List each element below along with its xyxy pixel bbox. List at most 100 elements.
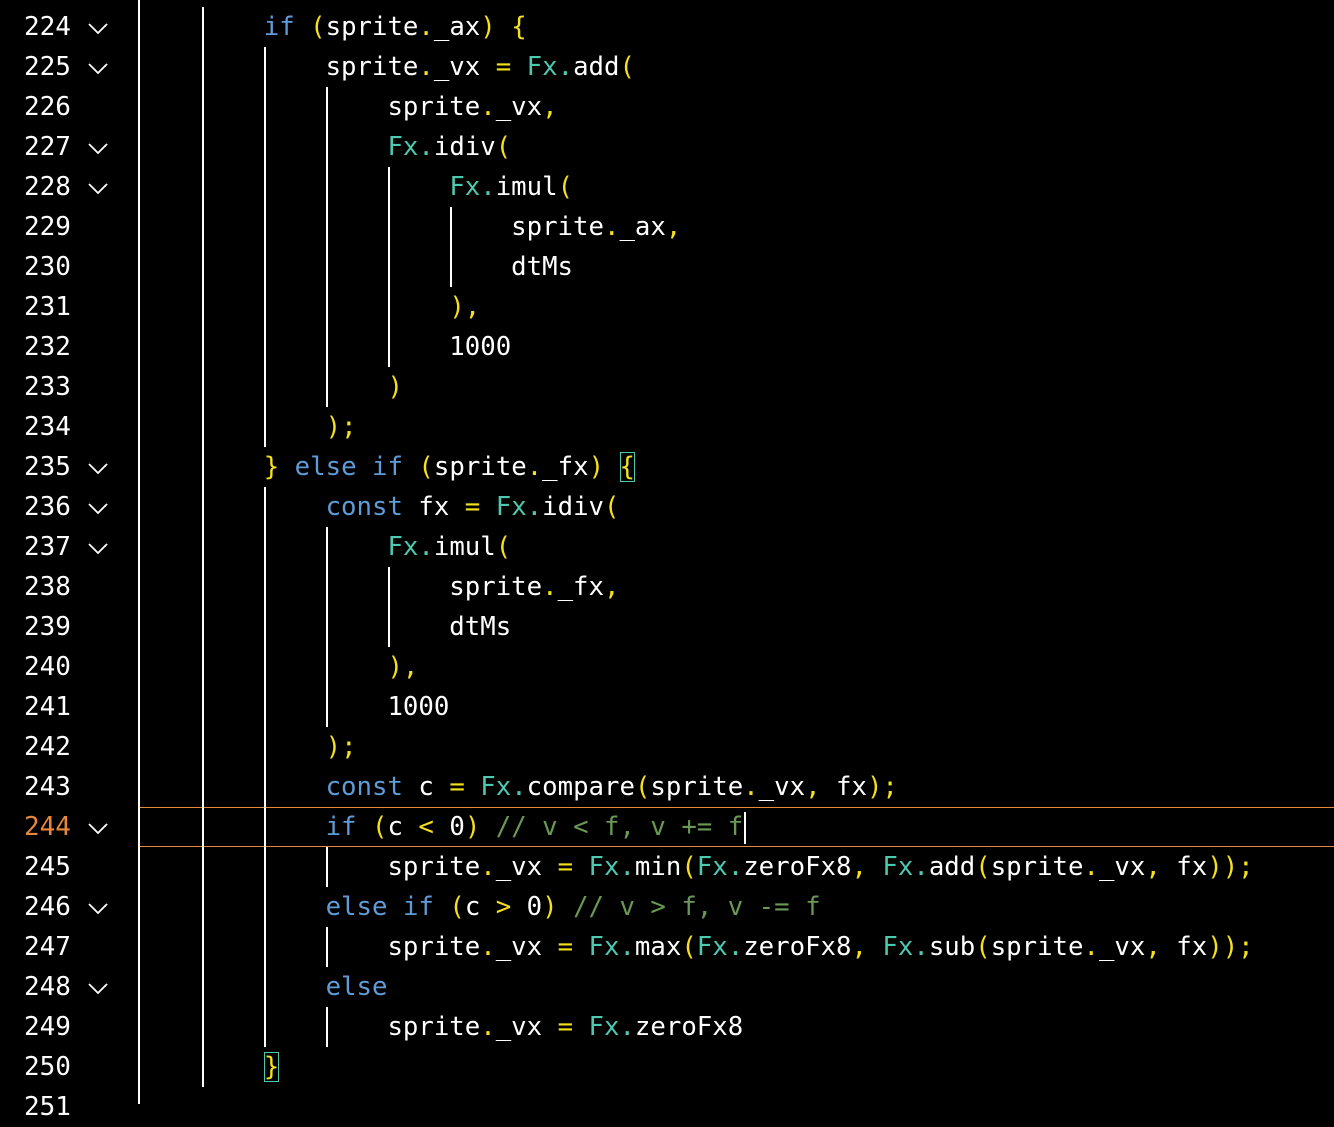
indent-guide <box>202 47 204 87</box>
indent-guide <box>326 247 328 287</box>
code-text[interactable]: sprite._vx, <box>140 92 558 122</box>
code-text[interactable]: else <box>325 972 388 1002</box>
line-number: 227 <box>24 132 71 162</box>
indent-guide <box>326 287 328 327</box>
code-line[interactable]: 232 1000 <box>0 327 1334 367</box>
code-text[interactable]: Fx.idiv( <box>387 132 512 162</box>
chevron-down-icon[interactable] <box>88 140 108 155</box>
code-text[interactable]: 1000 <box>140 332 512 362</box>
indent-guide <box>264 567 266 607</box>
chevron-down-icon[interactable] <box>88 820 108 835</box>
indent-guide <box>202 567 204 607</box>
chevron-down-icon[interactable] <box>88 500 108 515</box>
code-line[interactable]: 231 ), <box>0 287 1334 327</box>
code-line[interactable]: 250 } <box>0 1047 1334 1087</box>
code-text[interactable]: sprite._ax, <box>140 212 682 242</box>
code-text[interactable]: 1000 <box>140 692 450 722</box>
line-number: 237 <box>24 532 71 562</box>
indent-guide <box>202 1007 204 1047</box>
line-number: 250 <box>24 1052 71 1082</box>
code-text[interactable]: ); <box>325 732 357 762</box>
code-line[interactable]: 237 Fx.imul( <box>0 527 1334 567</box>
code-line[interactable]: 236 const fx = Fx.idiv( <box>0 487 1334 527</box>
chevron-down-icon[interactable] <box>88 460 108 475</box>
indent-guide <box>264 407 266 447</box>
chevron-down-icon[interactable] <box>88 980 108 995</box>
indent-guide <box>202 367 204 407</box>
code-line[interactable]: 229 sprite._ax, <box>0 207 1334 247</box>
code-line[interactable]: 243 const c = Fx.compare(sprite._vx, fx)… <box>0 767 1334 807</box>
code-text[interactable]: if (c < 0) // v < f, v += f <box>140 807 747 847</box>
code-line[interactable]: 228 Fx.imul( <box>0 167 1334 207</box>
code-text[interactable]: const fx = Fx.idiv( <box>325 492 620 522</box>
code-text[interactable]: ), <box>387 652 419 682</box>
code-line[interactable]: 233 ) <box>0 367 1334 407</box>
code-line[interactable]: 251 <box>0 1087 1334 1127</box>
code-text[interactable]: sprite._vx = Fx.add( <box>140 52 635 82</box>
code-text[interactable]: sprite._vx = Fx.min(Fx.zeroFx8, Fx.add(s… <box>140 852 1254 882</box>
chevron-down-icon[interactable] <box>88 180 108 195</box>
code-line[interactable]: 244 if (c < 0) // v < f, v += f <box>0 807 1334 847</box>
code-line[interactable]: 240 ), <box>0 647 1334 687</box>
indent-guide <box>202 487 204 527</box>
indent-guide <box>264 887 266 927</box>
chevron-down-icon[interactable] <box>88 20 108 35</box>
chevron-down-icon[interactable] <box>88 540 108 555</box>
code-line[interactable]: 246 else if (c > 0) // v > f, v -= f <box>0 887 1334 927</box>
code-text[interactable]: if (sprite._ax) { <box>263 12 527 42</box>
line-number: 236 <box>24 492 71 522</box>
line-number: 233 <box>24 372 71 402</box>
line-number: 241 <box>24 692 71 722</box>
line-number: 232 <box>24 332 71 362</box>
code-text[interactable]: dtMs <box>140 612 512 642</box>
indent-guide <box>264 527 266 567</box>
code-text[interactable]: ), <box>449 292 481 322</box>
code-text[interactable]: const c = Fx.compare(sprite._vx, fx); <box>325 772 898 802</box>
indent-guide <box>202 167 204 207</box>
code-text[interactable]: ); <box>325 412 357 442</box>
code-line[interactable]: 226 sprite._vx, <box>0 87 1334 127</box>
code-line[interactable]: 239 dtMs <box>0 607 1334 647</box>
line-number: 224 <box>24 12 71 42</box>
indent-guide <box>202 87 204 127</box>
code-editor[interactable]: 224 if (sprite._ax) {225 sprite._vx = Fx… <box>0 7 1334 1127</box>
indent-guide <box>388 567 390 607</box>
code-line[interactable]: 235 } else if (sprite._fx) { <box>0 447 1334 487</box>
code-line[interactable]: 230 dtMs <box>0 247 1334 287</box>
code-line[interactable]: 241 1000 <box>0 687 1334 727</box>
indent-guide <box>264 1007 266 1047</box>
code-text[interactable]: sprite._vx = Fx.max(Fx.zeroFx8, Fx.sub(s… <box>140 932 1254 962</box>
code-line[interactable]: 224 if (sprite._ax) { <box>0 7 1334 47</box>
code-text[interactable]: sprite._fx, <box>140 572 620 602</box>
code-line[interactable]: 249 sprite._vx = Fx.zeroFx8 <box>0 1007 1334 1047</box>
indent-guide <box>202 287 204 327</box>
code-line[interactable]: 245 sprite._vx = Fx.min(Fx.zeroFx8, Fx.a… <box>0 847 1334 887</box>
line-number: 249 <box>24 1012 71 1042</box>
code-line[interactable]: 238 sprite._fx, <box>0 567 1334 607</box>
code-line[interactable]: 248 else <box>0 967 1334 1007</box>
code-text[interactable]: dtMs <box>140 252 574 282</box>
indent-guide <box>202 767 204 807</box>
code-line[interactable]: 234 ); <box>0 407 1334 447</box>
chevron-down-icon[interactable] <box>88 60 108 75</box>
code-text[interactable]: Fx.imul( <box>449 172 574 202</box>
code-text[interactable]: sprite._vx = Fx.zeroFx8 <box>140 1012 744 1042</box>
code-line[interactable]: 242 ); <box>0 727 1334 767</box>
chevron-down-icon[interactable] <box>88 900 108 915</box>
indent-guide <box>264 207 266 247</box>
indent-guide <box>264 647 266 687</box>
indent-guide <box>264 167 266 207</box>
code-text[interactable]: Fx.imul( <box>387 532 512 562</box>
indent-guide <box>326 927 328 967</box>
indent-guide <box>326 527 328 567</box>
code-line[interactable]: 225 sprite._vx = Fx.add( <box>0 47 1334 87</box>
indent-guide <box>388 327 390 367</box>
code-line[interactable]: 247 sprite._vx = Fx.max(Fx.zeroFx8, Fx.s… <box>0 927 1334 967</box>
code-text[interactable]: } else if (sprite._fx) { <box>263 452 635 482</box>
code-text[interactable]: else if (c > 0) // v > f, v -= f <box>325 892 821 922</box>
code-line[interactable]: 227 Fx.idiv( <box>0 127 1334 167</box>
code-text[interactable]: ) <box>387 372 403 402</box>
active-line-highlight <box>140 807 1334 847</box>
indent-guide <box>202 1047 204 1087</box>
code-text[interactable]: } <box>140 1047 280 1087</box>
